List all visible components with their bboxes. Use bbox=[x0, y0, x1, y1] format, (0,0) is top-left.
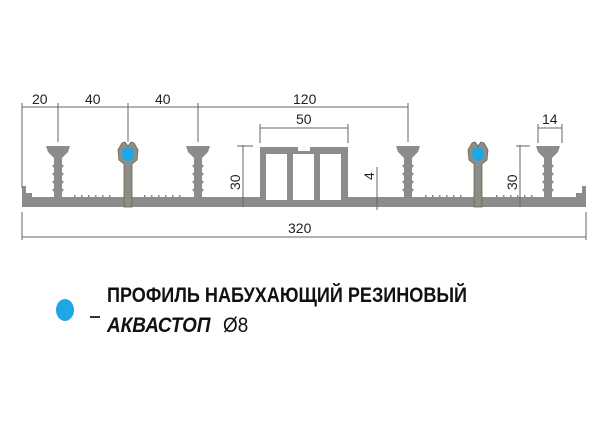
dim-height-right: 30 bbox=[504, 174, 520, 190]
dim-pitch-2: 40 bbox=[155, 91, 171, 107]
legend-line-1: ПРОФИЛЬ НАБУХАЮЩИЙ РЕЗИНОВЫЙ bbox=[107, 284, 468, 307]
dim-center-box: 50 bbox=[296, 111, 312, 127]
swelling-cord-legend-swatch bbox=[56, 299, 74, 321]
dim-center-span: 120 bbox=[293, 91, 317, 107]
central-hollow-bulb bbox=[260, 147, 348, 207]
legend-line-2: АКВАСТОП Ø8 bbox=[107, 314, 248, 338]
dim-height-left: 30 bbox=[227, 174, 243, 190]
legend-dash bbox=[90, 316, 100, 318]
dimension-lines bbox=[21, 103, 587, 240]
dim-base-thickness: 4 bbox=[361, 172, 377, 180]
dim-rib-head: 14 bbox=[542, 111, 558, 127]
legend-diameter: Ø8 bbox=[223, 314, 249, 337]
dim-edge: 20 bbox=[32, 91, 48, 107]
legend-product-name: АКВАСТОП bbox=[107, 314, 211, 337]
dim-total-width: 320 bbox=[288, 220, 312, 236]
dim-pitch-1: 40 bbox=[85, 91, 101, 107]
